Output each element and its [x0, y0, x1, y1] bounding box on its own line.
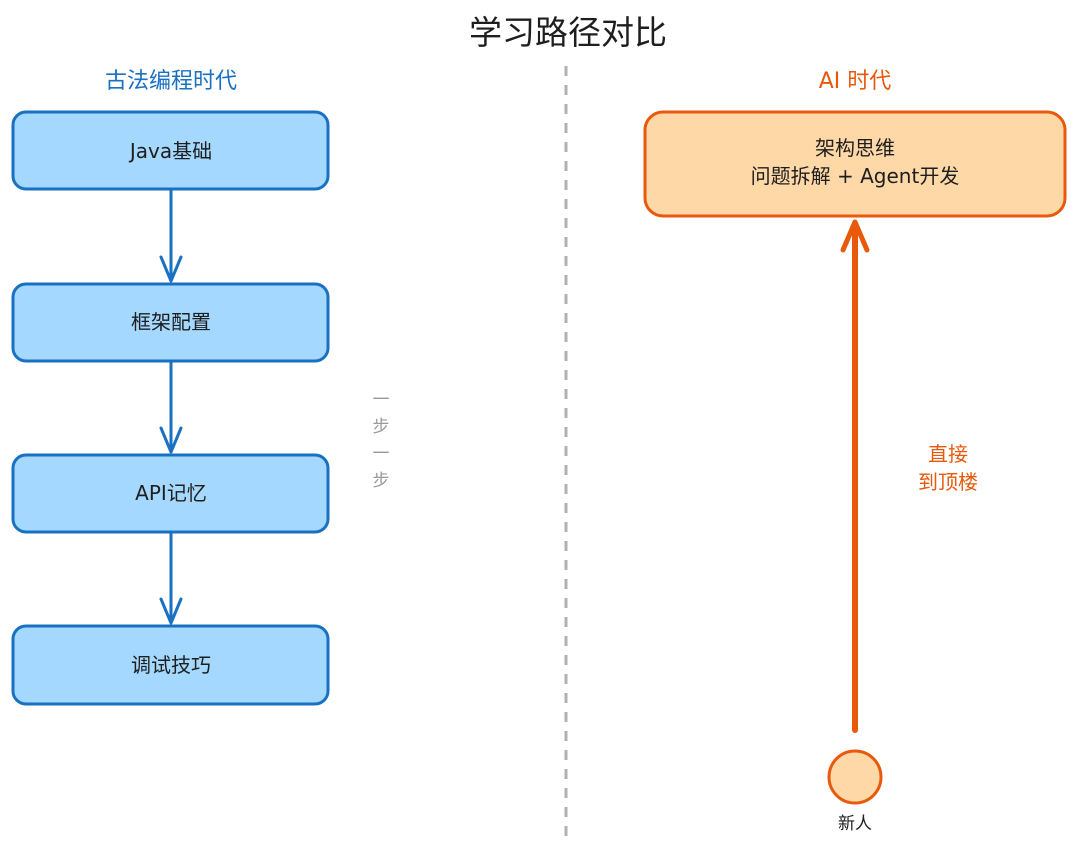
jump-caption-line-1: 直接 [928, 442, 968, 466]
left-step-box-1: Java基础 [11, 110, 330, 191]
target-line-2: 问题拆解 + Agent开发 [751, 164, 960, 188]
diagram-title: 学习路径对比 [469, 13, 667, 52]
side-note-char-2: 步 [373, 417, 390, 437]
start-node-label: 新人 [838, 814, 872, 834]
left-step-box-3: API记忆 [11, 453, 330, 534]
left-arrow-3 [159, 531, 183, 625]
side-note-char-1: 一 [373, 390, 390, 410]
left-step-box-2: 框架配置 [11, 282, 330, 363]
direct-jump-arrow [840, 219, 870, 733]
left-step-label-1: Java基础 [128, 139, 212, 163]
start-node [827, 749, 883, 805]
left-arrow-2 [159, 360, 183, 454]
right-heading: AI 时代 [819, 69, 892, 94]
target-line-1: 架构思维 [815, 136, 895, 160]
left-arrow-1 [159, 188, 183, 283]
left-step-label-3: API记忆 [135, 481, 207, 505]
left-step-label-2: 框架配置 [131, 310, 211, 334]
left-step-label-4: 调试技巧 [131, 653, 211, 677]
left-heading: 古法编程时代 [105, 69, 237, 94]
step-by-step-note: 一 步 一 步 [373, 390, 390, 491]
right-target-box: 架构思维 问题拆解 + Agent开发 [643, 110, 1067, 218]
side-note-char-3: 一 [373, 444, 390, 464]
jump-caption-line-2: 到顶楼 [918, 470, 978, 494]
left-step-box-4: 调试技巧 [11, 624, 330, 706]
side-note-char-4: 步 [373, 471, 390, 491]
